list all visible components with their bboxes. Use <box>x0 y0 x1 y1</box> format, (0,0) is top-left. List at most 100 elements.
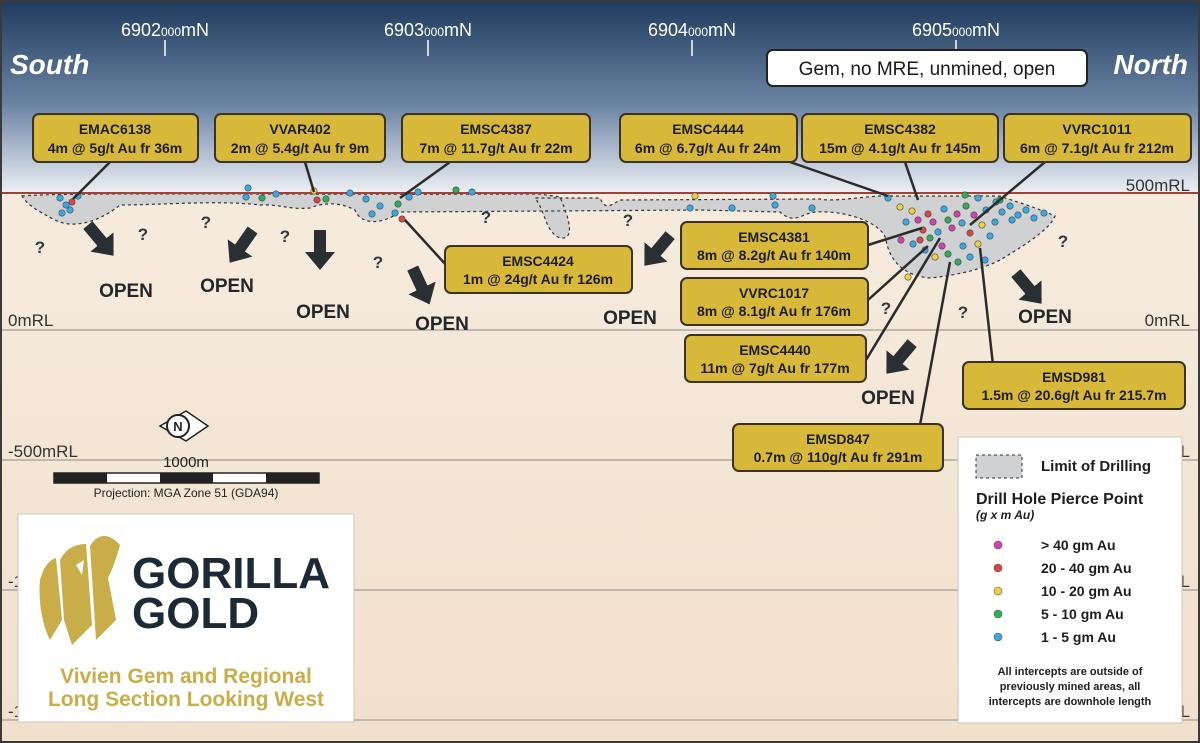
pierce-point <box>362 195 370 203</box>
pierce-point <box>808 204 816 212</box>
leader-line <box>303 161 316 193</box>
svg-text:7m @ 11.7g/t Au fr 22m: 7m @ 11.7g/t Au fr 22m <box>419 140 572 156</box>
legend-panel: Limit of Drilling Drill Hole Pierce Poin… <box>957 436 1183 724</box>
leader-line <box>399 160 451 200</box>
open-label: OPEN <box>1018 307 1072 328</box>
northing-label: 6902000mN <box>121 20 209 40</box>
open-label: OPEN <box>603 308 657 329</box>
pierce-point <box>1022 206 1030 214</box>
svg-text:VVRC1011: VVRC1011 <box>1062 121 1131 137</box>
pierce-point <box>908 207 916 215</box>
svg-text:6m @ 6.7g/t Au fr 24m: 6m @ 6.7g/t Au fr 24m <box>635 140 781 156</box>
question-mark: ? <box>280 227 290 246</box>
pierce-point <box>68 198 76 206</box>
question-mark: ? <box>881 299 891 318</box>
pierce-point <box>897 236 905 244</box>
leader-line <box>72 161 111 200</box>
pierce-point <box>66 206 74 214</box>
pierce-point <box>398 215 406 223</box>
pierce-point <box>728 204 736 212</box>
logo-panel: GORILLA GOLD Vivien Gem and Regional Lon… <box>17 513 355 723</box>
pierce-point <box>1030 214 1038 222</box>
svg-text:VVAR402: VVAR402 <box>269 121 330 137</box>
svg-text:8m @ 8.2g/t Au fr 140m: 8m @ 8.2g/t Au fr 140m <box>697 247 851 263</box>
pierce-point <box>902 218 910 226</box>
svg-text:EMSC4387: EMSC4387 <box>460 121 532 137</box>
pierce-point <box>958 219 966 227</box>
legend-swatch <box>993 563 1003 573</box>
svg-text:EMSC4381: EMSC4381 <box>738 229 810 245</box>
callout-emsd847: EMSD847 0.7m @ 110g/t Au fr 291m <box>732 423 944 472</box>
leader-line <box>969 161 1046 226</box>
pierce-point <box>944 216 952 224</box>
pierce-point <box>771 201 779 209</box>
callout-emsc4381: EMSC4381 8m @ 8.2g/t Au fr 140m <box>680 221 869 270</box>
question-mark: ? <box>623 211 633 230</box>
pierce-point <box>948 224 956 232</box>
pierce-point <box>926 234 934 242</box>
pierce-point <box>346 189 354 197</box>
question-mark: ? <box>373 253 383 272</box>
pierce-point <box>953 210 961 218</box>
pierce-point <box>686 204 694 212</box>
svg-text:EMAC6138: EMAC6138 <box>79 121 152 137</box>
rl-label-cut-right: L <box>1181 572 1190 591</box>
leader-line <box>918 261 952 426</box>
question-mark: ? <box>481 208 491 227</box>
north-arrow-icon: N <box>158 410 210 442</box>
legend-swatch <box>993 586 1003 596</box>
callout-emsc4440: EMSC4440 11m @ 7g/t Au fr 177m <box>684 334 867 383</box>
svg-text:1.5m @ 20.6g/t Au fr 215.7m: 1.5m @ 20.6g/t Au fr 215.7m <box>981 387 1166 403</box>
callout-emsc4444: EMSC4444 6m @ 6.7g/t Au fr 24m <box>619 113 798 163</box>
pierce-point <box>978 221 986 229</box>
callout-emac6138: EMAC6138 4m @ 5g/t Au fr 36m <box>32 113 199 163</box>
open-label: OPEN <box>415 314 469 335</box>
pierce-point <box>258 194 266 202</box>
pierce-point <box>970 211 978 219</box>
pierce-point <box>974 194 982 202</box>
open-label: OPEN <box>296 302 350 323</box>
scale-bar: N 1000m Projection: MGA Zone 51 (GDA94) <box>53 410 320 500</box>
svg-text:11m @ 7g/t Au fr 177m: 11m @ 7g/t Au fr 177m <box>700 360 849 376</box>
svg-text:2m @ 5.4g/t Au fr 9m: 2m @ 5.4g/t Au fr 9m <box>231 140 369 156</box>
legend-item-label: 10 - 20 gm Au <box>1041 583 1132 599</box>
scale-length-label: 1000m <box>163 454 209 471</box>
projection-label: Projection: MGA Zone 51 (GDA94) <box>94 486 279 500</box>
pierce-point <box>938 242 946 250</box>
pierce-point <box>769 192 777 200</box>
pierce-point <box>313 196 321 204</box>
rl-labels: 500mRL 0mRL 0mRL -500mRL -1 -1 L L L <box>8 176 1190 721</box>
pierce-point <box>931 253 939 261</box>
svg-text:VVRC1017: VVRC1017 <box>739 285 809 301</box>
pierce-point <box>904 273 912 281</box>
northing-label: 6904000mN <box>648 20 736 40</box>
pierce-point <box>914 216 922 224</box>
legend-item-label: 20 - 40 gm Au <box>1041 560 1132 576</box>
pierce-point <box>244 184 252 192</box>
rl-label-0-right: 0mRL <box>1145 311 1190 330</box>
pierce-point <box>691 192 699 200</box>
pierce-point <box>896 203 904 211</box>
pierce-point <box>962 202 970 210</box>
gorilla-logo-icon <box>39 536 120 645</box>
pierce-point <box>376 202 384 210</box>
pierce-point <box>1014 211 1022 219</box>
legend-items: > 40 gm Au 20 - 40 gm Au 10 - 20 gm Au 5… <box>993 537 1132 645</box>
svg-text:EMSC4382: EMSC4382 <box>864 121 936 137</box>
gem-status-box: Gem, no MRE, unmined, open <box>766 49 1088 87</box>
pierce-point <box>974 240 982 248</box>
legend-item-label: 1 - 5 gm Au <box>1041 629 1116 645</box>
question-mark: ? <box>201 213 211 232</box>
question-mark: ? <box>958 303 968 322</box>
question-mark: ? <box>35 238 45 257</box>
northing-label: 6903000mN <box>384 20 472 40</box>
leader-line <box>903 161 920 201</box>
open-labels: OPEN OPEN OPEN OPEN OPEN OPEN OPEN <box>99 276 1072 409</box>
rl-label-cut-right: L <box>1181 442 1190 461</box>
limit-of-drilling-area <box>21 193 1056 279</box>
direction-south: South <box>10 49 89 80</box>
svg-text:EMSD847: EMSD847 <box>806 431 870 447</box>
logo-subtitle-1: Vivien Gem and Regional <box>60 665 312 688</box>
svg-text:6m @ 7.1g/t Au fr 212m: 6m @ 7.1g/t Au fr 212m <box>1020 140 1174 156</box>
callout-emsc4382: EMSC4382 15m @ 4.1g/t Au fr 145m <box>801 113 999 163</box>
